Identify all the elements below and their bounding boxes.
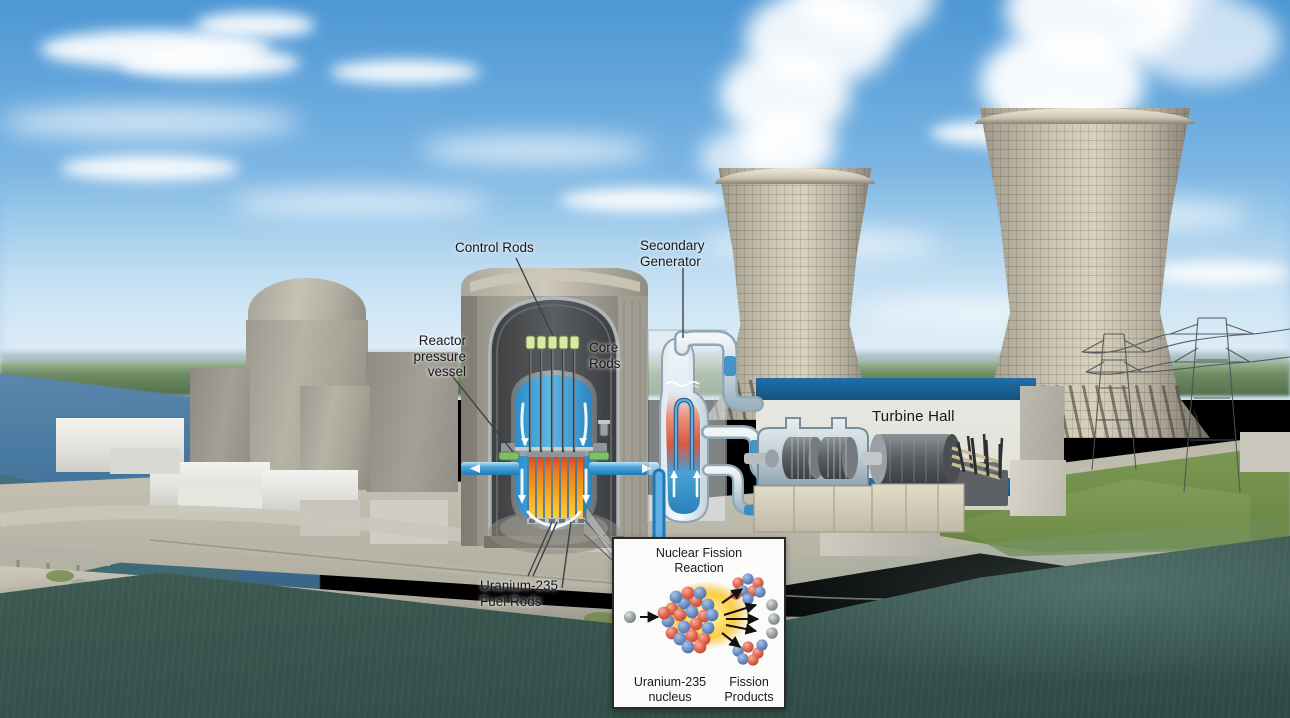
- neutron-icon: [766, 599, 778, 611]
- fission-inset-panel: Nuclear Fission Reaction: [612, 537, 786, 709]
- label-secondary-generator: Secondary Generator: [640, 238, 705, 269]
- fission-inset-title: Nuclear Fission Reaction: [655, 546, 743, 575]
- switchyard-building: [1010, 460, 1066, 516]
- cloud: [420, 135, 650, 165]
- containment-dome-far: [248, 278, 366, 326]
- cloud: [0, 105, 300, 139]
- fission-inset-products-caption: Fission Products: [724, 675, 774, 704]
- turbine-hall-label: Turbine Hall: [872, 408, 955, 425]
- cloud: [120, 48, 300, 78]
- cloud: [195, 12, 315, 38]
- storage-building: [370, 500, 448, 544]
- neutron-icon: [766, 627, 778, 639]
- label-core-rods: Core Rods: [589, 340, 621, 371]
- neutron-icon: [768, 613, 780, 625]
- fission-inset-nucleus-caption: Uranium-235 nucleus: [633, 675, 707, 704]
- label-uranium-fuel-rods: Uranium-235 Fuel Rods: [480, 578, 559, 609]
- core-rod-detail: [598, 420, 610, 437]
- service-bay: [820, 500, 940, 556]
- fission-diagram: [624, 573, 780, 666]
- turbine-hall-base-band: [756, 478, 1036, 496]
- warehouse: [178, 486, 262, 512]
- label-reactor-pressure-vessel: Reactor pressure vessel: [413, 333, 466, 379]
- auxiliary-block-far: [190, 368, 250, 478]
- fission-product-lower: [732, 639, 768, 666]
- pump-house: [300, 500, 360, 536]
- label-control-rods: Control Rods: [455, 240, 534, 255]
- outbuilding-right: [1240, 432, 1290, 472]
- turbine-hall-roof-band: [756, 378, 1036, 400]
- cloud: [330, 60, 480, 84]
- service-building: [110, 448, 180, 474]
- reactor-auxiliary-building: [366, 352, 458, 492]
